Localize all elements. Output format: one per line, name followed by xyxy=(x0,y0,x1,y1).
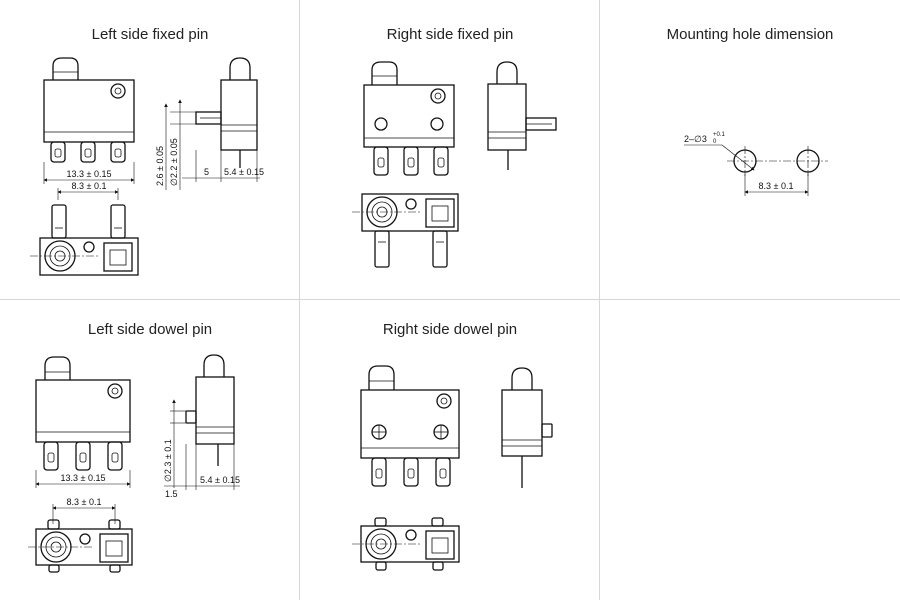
title-left-dowel-pin: Left side dowel pin xyxy=(87,321,213,338)
title-mounting-hole: Mounting hole dimension xyxy=(666,26,834,43)
right-dowel-side-view xyxy=(501,367,553,488)
title-left-fixed-pin: Left side fixed pin xyxy=(91,26,209,43)
right-fixed-side-view xyxy=(487,61,557,170)
divider-vertical-2 xyxy=(599,0,600,600)
left-dowel-side-view xyxy=(164,354,240,490)
mounting-hole-label: 2–∅3 xyxy=(684,134,707,144)
dim-v-left-dowel: ∅2.3 ± 0.1 xyxy=(163,439,173,482)
left-fixed-bottom-view xyxy=(30,204,139,276)
dim-width-left-fixed: 13.3 ± 0.15 xyxy=(67,169,112,179)
left-dowel-bottom-view xyxy=(28,504,133,573)
divider-vertical-1 xyxy=(299,0,300,600)
dim-v2-left-fixed: ∅2.2 ± 0.05 xyxy=(169,138,179,186)
right-dowel-bottom-view xyxy=(352,517,460,571)
mounting-hole-drawing xyxy=(684,144,828,196)
right-fixed-front-view xyxy=(363,61,455,176)
right-dowel-front-view xyxy=(360,365,460,487)
divider-horizontal xyxy=(0,299,900,300)
title-right-fixed-pin: Right side fixed pin xyxy=(386,26,514,43)
dim-pitch-mounting: 8.3 ± 0.1 xyxy=(759,181,794,191)
dim-pin-left-fixed: 5 xyxy=(204,167,209,177)
mounting-hole-tol-upper: +0.1 xyxy=(713,132,726,138)
left-fixed-side-view xyxy=(164,57,260,190)
dim-pitch-left-fixed: 8.3 ± 0.1 xyxy=(72,181,107,191)
dim-depth-left-dowel: 5.4 ± 0.15 xyxy=(200,475,240,485)
title-right-dowel-pin: Right side dowel pin xyxy=(382,321,518,338)
dim-width-left-dowel: 13.3 ± 0.15 xyxy=(61,473,106,483)
dim-v1-left-fixed: 2.6 ± 0.05 xyxy=(155,146,165,186)
mounting-hole-tol-lower: 0 xyxy=(713,139,717,145)
dim-pitch-left-dowel: 8.3 ± 0.1 xyxy=(67,497,102,507)
left-dowel-front-view xyxy=(35,356,131,488)
left-fixed-front-view xyxy=(43,57,135,200)
dim-pin-left-dowel: 1.5 xyxy=(165,489,178,499)
right-fixed-bottom-view xyxy=(352,193,459,268)
dim-depth-left-fixed: 5.4 ± 0.15 xyxy=(224,167,264,177)
